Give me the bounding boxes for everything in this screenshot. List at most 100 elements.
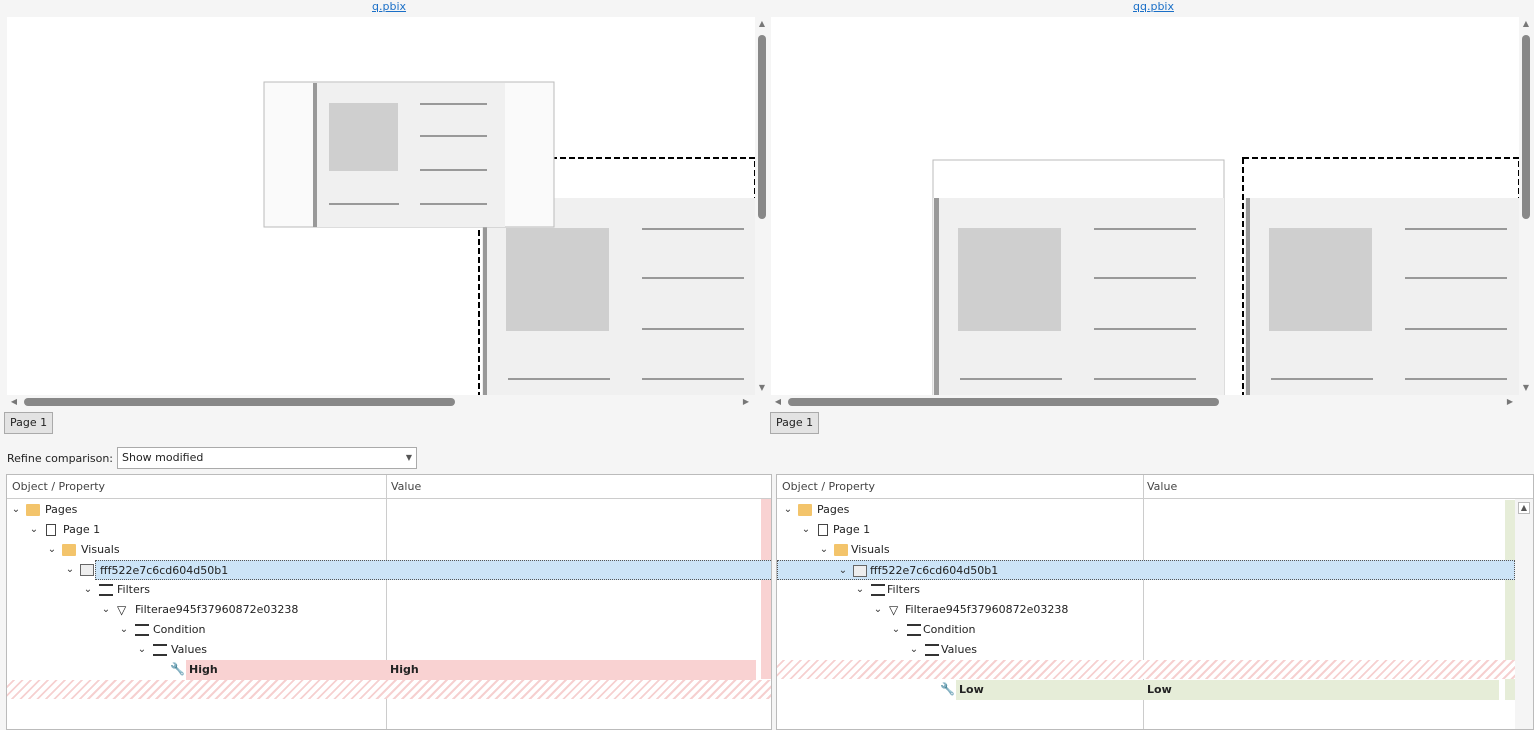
tree-label: Filters: [887, 583, 920, 596]
tree-row-values[interactable]: ⌄ Values: [7, 640, 761, 660]
right-property-tree[interactable]: Object / Property Value ▲ ⌄ Pages ⌄ Page…: [776, 474, 1534, 730]
tree-row-visual-id[interactable]: ⌄ fff522e7c6cd604d50b1: [777, 560, 1515, 580]
right-horizontal-scrollbar[interactable]: ◀ ▶: [771, 395, 1519, 409]
chevron-down-icon[interactable]: ⌄: [891, 624, 901, 635]
page-icon: [818, 524, 828, 536]
left-page-tab[interactable]: Page 1: [4, 412, 54, 434]
right-vertical-scrollbar[interactable]: ▲ ▼: [1519, 17, 1533, 395]
left-horizontal-scrollbar[interactable]: ◀ ▶: [7, 395, 755, 409]
folder-icon: [798, 504, 812, 516]
tree-label: Page 1: [833, 523, 871, 536]
right-page-tab[interactable]: Page 1: [770, 412, 820, 434]
column-divider[interactable]: [1143, 475, 1144, 729]
right-file-link[interactable]: qq.pbix: [1133, 0, 1174, 13]
chevron-down-icon[interactable]: ⌄: [855, 584, 865, 595]
page-icon: [46, 524, 56, 536]
column-object-property[interactable]: Object / Property: [12, 480, 106, 493]
tree-row-visuals[interactable]: ⌄ Visuals: [7, 540, 761, 560]
scroll-down-icon[interactable]: ▼: [1522, 383, 1530, 392]
removed-highlight: [186, 660, 756, 680]
chevron-down-icon[interactable]: ⌄: [873, 604, 883, 615]
scroll-right-icon[interactable]: ▶: [1506, 397, 1514, 406]
tree-row-filters[interactable]: ⌄ Filters: [777, 580, 1505, 600]
left-vertical-scrollbar[interactable]: ▲ ▼: [755, 17, 769, 395]
tree-row-page1[interactable]: ⌄ Page 1: [7, 520, 761, 540]
tree-row-page1[interactable]: ⌄ Page 1: [777, 520, 1505, 540]
folder-icon: [834, 544, 848, 556]
refine-comparison-dropdown[interactable]: Show modified ▼: [117, 447, 417, 469]
column-value[interactable]: Value: [391, 480, 422, 493]
diff-property-label: Low: [959, 683, 984, 696]
column-object-property[interactable]: Object / Property: [782, 480, 876, 493]
tree-label: Pages: [45, 503, 78, 516]
tree-row-condition[interactable]: ⌄ Condition: [777, 620, 1505, 640]
tree-row-diff-added[interactable]: 🔧 Low Low: [777, 680, 1505, 700]
tree-label: Condition: [153, 623, 206, 636]
diff-value-label: High: [390, 663, 419, 676]
left-file-link[interactable]: q.pbix: [372, 0, 407, 13]
diff-marker: [761, 499, 771, 679]
scroll-thumb[interactable]: [1522, 35, 1530, 219]
scroll-up-icon[interactable]: ▲: [1522, 19, 1530, 28]
tree-row-visual-id-prefix: ⌄: [7, 560, 95, 580]
column-value[interactable]: Value: [1147, 480, 1178, 493]
chevron-down-icon[interactable]: ⌄: [119, 624, 129, 635]
tree-row-pages[interactable]: ⌄ Pages: [7, 500, 761, 520]
tree-label: Filterae945f37960872e03238: [905, 603, 1069, 616]
scroll-thumb[interactable]: [758, 35, 766, 219]
scroll-thumb[interactable]: [788, 398, 1219, 406]
scroll-down-icon[interactable]: ▼: [758, 383, 766, 392]
left-tree-header: Object / Property Value: [7, 475, 771, 499]
funnel-icon: ▽: [117, 603, 127, 617]
tree-row-placeholder: [777, 660, 1515, 679]
right-page-canvas: [771, 17, 1519, 395]
tree-row-placeholder: [7, 680, 771, 699]
chevron-down-icon[interactable]: ⌄: [65, 564, 75, 575]
chevron-down-icon[interactable]: ⌄: [801, 524, 811, 535]
tree-label: fff522e7c6cd604d50b1: [870, 564, 999, 577]
selected-visual-outline: [1242, 157, 1519, 395]
tree-row-filters[interactable]: ⌄ Filters: [7, 580, 761, 600]
selected-visual-outline: [478, 157, 755, 395]
chevron-down-icon[interactable]: ⌄: [819, 544, 829, 555]
scroll-left-icon[interactable]: ◀: [774, 397, 782, 406]
tree-row-values[interactable]: ⌄ Values: [777, 640, 1505, 660]
chevron-down-icon[interactable]: ⌄: [83, 584, 93, 595]
chevron-down-icon[interactable]: ⌄: [101, 604, 111, 615]
chevron-down-icon[interactable]: ⌄: [909, 644, 919, 655]
chevron-down-icon[interactable]: ⌄: [137, 644, 147, 655]
tree-row-filter-id[interactable]: ⌄ ▽ Filterae945f37960872e03238: [777, 600, 1505, 620]
right-tree-header: Object / Property Value: [777, 475, 1533, 499]
right-tree-scrollbar[interactable]: ▲: [1515, 499, 1533, 729]
condition-icon: [135, 624, 149, 636]
scroll-right-icon[interactable]: ▶: [742, 397, 750, 406]
chevron-down-icon[interactable]: ⌄: [838, 565, 848, 576]
card-visual-icon: [853, 565, 867, 577]
tree-label: Visuals: [81, 543, 120, 556]
scroll-up-icon[interactable]: ▲: [1518, 502, 1530, 514]
scroll-thumb[interactable]: [24, 398, 455, 406]
chevron-down-icon[interactable]: ⌄: [783, 504, 793, 515]
tree-row-diff-removed[interactable]: 🔧 High High: [7, 660, 761, 680]
filters-icon: [99, 584, 113, 596]
left-property-tree[interactable]: Object / Property Value ⌄ Pages ⌄ Page 1…: [6, 474, 772, 730]
chevron-down-icon[interactable]: ▼: [405, 453, 412, 462]
scroll-up-icon[interactable]: ▲: [758, 19, 766, 28]
tree-label: Page 1: [63, 523, 101, 536]
tree-row-pages[interactable]: ⌄ Pages: [777, 500, 1505, 520]
tree-row-filter-id[interactable]: ⌄ ▽ Filterae945f37960872e03238: [7, 600, 761, 620]
scroll-left-icon[interactable]: ◀: [10, 397, 18, 406]
tree-row-visual-id[interactable]: fff522e7c6cd604d50b1: [95, 560, 771, 580]
column-divider[interactable]: [386, 475, 387, 729]
chevron-down-icon[interactable]: ⌄: [29, 524, 39, 535]
tree-label: Values: [171, 643, 207, 656]
filters-icon: [871, 584, 885, 596]
tree-row-visuals[interactable]: ⌄ Visuals: [777, 540, 1505, 560]
refine-comparison-label: Refine comparison:: [7, 452, 114, 465]
refine-selected-value: Show modified: [122, 451, 204, 464]
chevron-down-icon[interactable]: ⌄: [47, 544, 57, 555]
tree-row-condition[interactable]: ⌄ Condition: [7, 620, 761, 640]
chevron-down-icon[interactable]: ⌄: [11, 504, 21, 515]
folder-icon: [26, 504, 40, 516]
funnel-icon: ▽: [889, 603, 899, 617]
